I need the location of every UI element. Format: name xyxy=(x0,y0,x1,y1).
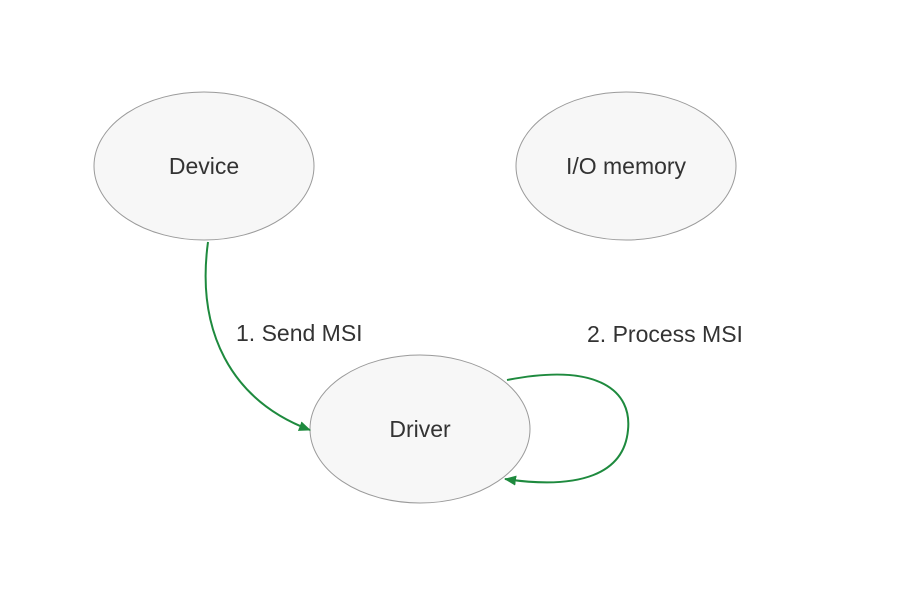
node-io-memory[interactable]: I/O memory xyxy=(515,91,737,241)
node-driver[interactable]: Driver xyxy=(309,354,531,504)
edge-process-msi-line xyxy=(504,373,630,486)
edge-send-msi[interactable]: 1. Send MSI xyxy=(204,241,363,431)
edge-send-msi-line xyxy=(204,241,311,431)
node-driver-label: Driver xyxy=(389,416,451,442)
edge-send-msi-label: 1. Send MSI xyxy=(236,320,363,346)
node-io-memory-shape xyxy=(515,91,737,241)
node-io-memory-label: I/O memory xyxy=(566,153,687,179)
node-device[interactable]: Device xyxy=(93,91,315,241)
node-device-label: Device xyxy=(169,153,239,179)
edge-process-msi-label: 2. Process MSI xyxy=(587,321,743,347)
node-device-shape xyxy=(93,91,315,241)
edge-process-msi[interactable]: 2. Process MSI xyxy=(504,321,743,486)
